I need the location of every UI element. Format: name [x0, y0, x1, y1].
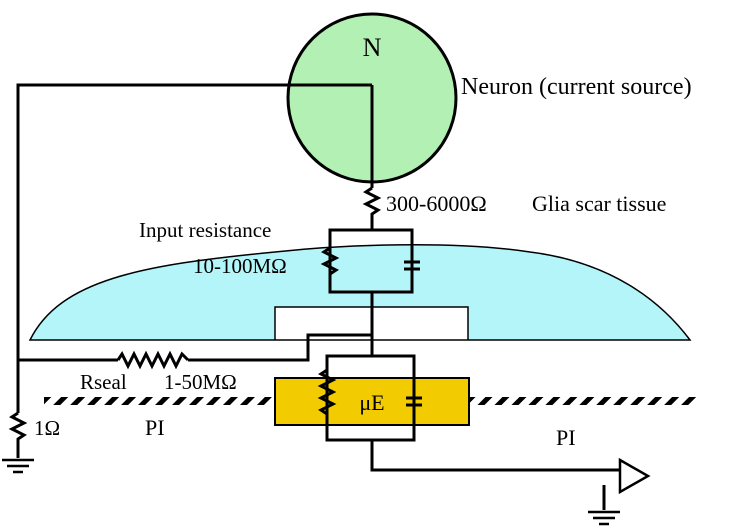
rseal-label: Rseal: [80, 370, 127, 394]
electrode-parallel-network: [325, 354, 416, 442]
ground-resistor-label: 1Ω: [34, 416, 60, 440]
glia-resistor: [362, 186, 382, 230]
pi-substrate-left: [44, 397, 276, 405]
input-resistor: [320, 246, 340, 278]
input-capacitor: [404, 259, 420, 271]
wire-rseal: [188, 333, 372, 362]
neuron-letter: N: [363, 33, 382, 62]
ground-symbol-right: [588, 510, 620, 526]
input-resistance-value: 10-100MΩ: [193, 254, 287, 278]
pi-substrate-right: [468, 397, 696, 405]
pi-right-label: PI: [556, 425, 576, 450]
amplifier-symbol: [618, 457, 651, 495]
input-parallel-network: [328, 228, 414, 294]
electrode-block: [274, 377, 470, 426]
electrode-label: μE: [359, 390, 384, 415]
rseal-resistor: [116, 350, 190, 370]
input-resistance-label: Input resistance: [139, 218, 271, 242]
wire-output: [370, 440, 620, 472]
electrode-resistor: [317, 368, 337, 418]
neuron-label: Neuron (current source): [461, 74, 692, 100]
glia-label: Glia scar tissue: [532, 191, 666, 216]
ground-symbol-left: [2, 458, 34, 474]
rseal-value: 1-50MΩ: [164, 370, 237, 394]
glia-resistance-value: 300-6000Ω: [386, 191, 487, 216]
wire-left-loop: [16, 83, 372, 413]
electrode-capacitor: [406, 396, 422, 407]
pi-left-label: PI: [145, 415, 165, 440]
ground-resistor: [8, 411, 28, 458]
